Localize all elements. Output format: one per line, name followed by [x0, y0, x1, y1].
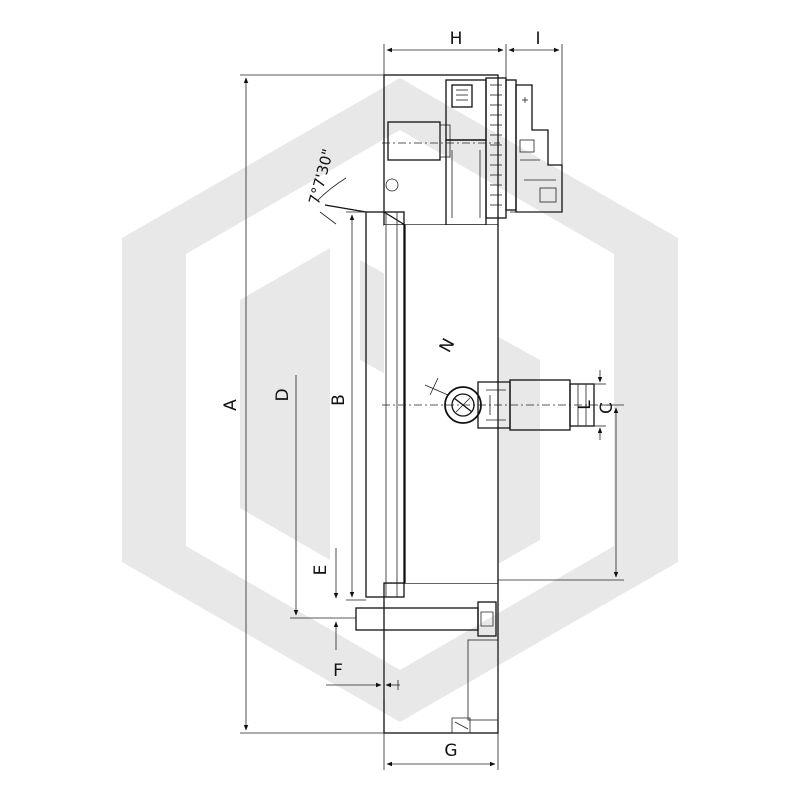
label-L: L	[575, 400, 595, 410]
center-bore	[383, 211, 499, 584]
pilot-spigot	[324, 204, 405, 598]
top-jaw	[485, 77, 563, 219]
label-B: B	[329, 394, 349, 406]
dimension-lines	[240, 44, 624, 770]
label-H: H	[450, 29, 463, 49]
label-F: F	[333, 661, 343, 681]
label-D: D	[273, 388, 293, 401]
label-E: E	[311, 565, 331, 576]
label-I: I	[535, 29, 540, 49]
label-C: C	[597, 402, 617, 414]
chuck-body	[355, 74, 499, 734]
center-lines	[382, 142, 612, 406]
label-A: A	[221, 399, 241, 411]
label-G: G	[444, 741, 457, 761]
